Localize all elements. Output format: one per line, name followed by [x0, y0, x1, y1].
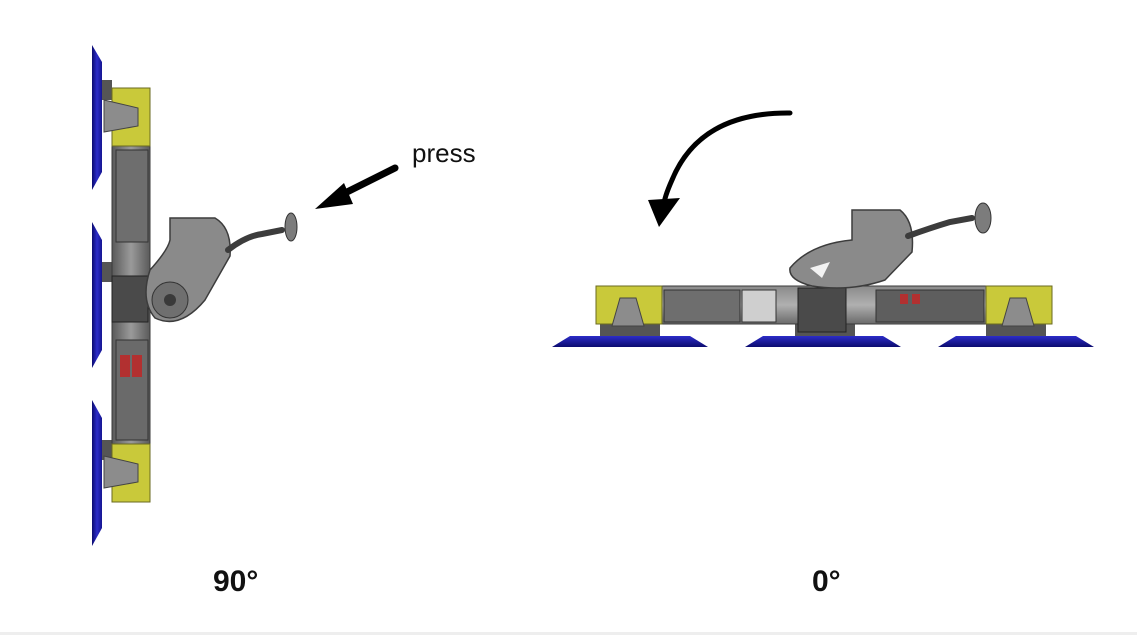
suction-cup: [938, 336, 1094, 347]
lifter-vertical-90: [92, 45, 298, 546]
angle-label-0: 0°: [812, 565, 841, 598]
control-box-vertical: [111, 275, 149, 323]
press-arrow-icon: [315, 164, 399, 209]
control-box-horizontal: [797, 287, 847, 333]
release-handle-horizontal: [905, 215, 975, 239]
bottom-divider: [0, 632, 1137, 635]
release-handle-vertical: [225, 227, 285, 253]
suction-cup: [92, 222, 102, 368]
suction-cups-vertical: [92, 45, 112, 546]
suction-cup: [745, 336, 901, 347]
suction-cup: [92, 400, 102, 546]
rotation-arrow-icon: [648, 110, 793, 227]
suction-cup: [92, 45, 102, 190]
angle-label-90: 90°: [213, 565, 259, 598]
rotation-plate-horizontal: [789, 209, 914, 289]
suction-cup: [552, 336, 708, 347]
lifter-horizontal-0: [552, 202, 1094, 347]
press-label: press: [412, 138, 476, 168]
